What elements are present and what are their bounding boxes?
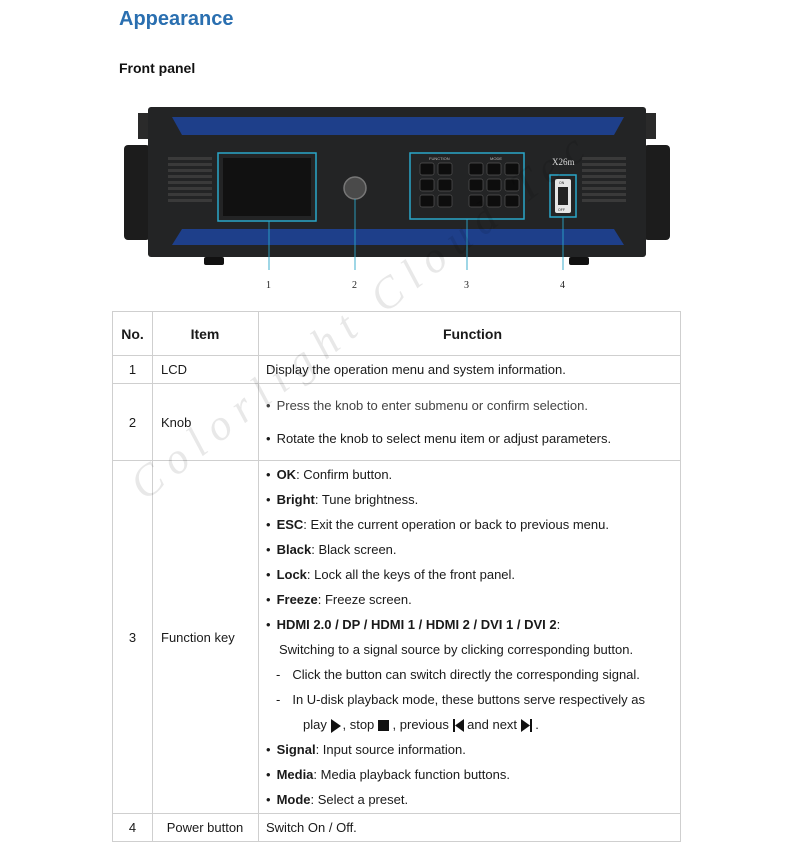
table-header-row: No. Item Function xyxy=(112,311,681,356)
header-function: Function xyxy=(258,311,681,356)
hdmi-detail: Switching to a signal source by clicking… xyxy=(279,642,634,657)
function-bullet: ESC: Exit the current operation or back … xyxy=(266,512,679,537)
function-bullet: Rotate the knob to select menu item or a… xyxy=(266,426,679,451)
function-bullet: Black: Black screen. xyxy=(266,537,679,562)
power-on-label: ON xyxy=(559,181,565,185)
header-no: No. xyxy=(112,311,153,356)
key-term: Black xyxy=(276,542,312,557)
header-item: Item xyxy=(152,311,259,356)
callout-1: 1 xyxy=(266,280,271,291)
row-item: Power button xyxy=(152,813,259,842)
table-row: 3 Function key OK: Confirm button. Brigh… xyxy=(112,460,681,814)
power-off-label: OFF xyxy=(558,208,565,212)
function-bullet: Press the knob to enter submenu or confi… xyxy=(266,393,679,418)
function-text: Switch On / Off. xyxy=(266,820,357,835)
function-bullet: HDMI 2.0 / DP / HDMI 1 / HDMI 2 / DVI 1 … xyxy=(266,612,679,637)
function-label: FUNCTION xyxy=(429,156,450,161)
table-row: 4 Power button Switch On / Off. xyxy=(112,813,681,842)
table-row: 2 Knob Press the knob to enter submenu o… xyxy=(112,383,681,461)
key-term: Bright xyxy=(276,492,315,507)
key-term: HDMI 2.0 / DP / HDMI 1 / HDMI 2 / DVI 1 … xyxy=(276,617,557,632)
previous-icon xyxy=(452,719,464,733)
key-term: Freeze xyxy=(276,592,318,607)
function-bullet: Mode: Select a preset. xyxy=(266,787,679,812)
play-icon xyxy=(331,718,342,733)
function-bullet: Bright: Tune brightness. xyxy=(266,487,679,512)
key-term: Signal xyxy=(276,742,316,757)
dash-item: In U-disk playback mode, these buttons s… xyxy=(266,687,679,712)
next-icon xyxy=(520,719,532,733)
key-term: Media xyxy=(276,767,314,782)
callout-4: 4 xyxy=(560,280,565,291)
function-table: No. Item Function 1 LCD Display the oper… xyxy=(112,311,681,842)
row-item: Function key xyxy=(152,460,259,814)
function-bullet: Freeze: Freeze screen. xyxy=(266,587,679,612)
brand-label: X26m xyxy=(552,157,575,167)
function-text: Display the operation menu and system in… xyxy=(266,362,566,377)
function-bullet: Media: Media playback function buttons. xyxy=(266,762,679,787)
mode-label: MODE xyxy=(490,156,502,161)
front-panel-image: FUNCTION MODE X26m ON OFF xyxy=(124,107,670,270)
function-bullet: Signal: Input source information. xyxy=(266,737,679,762)
row-no: 2 xyxy=(112,383,153,461)
stop-icon xyxy=(377,720,389,732)
key-term: Lock xyxy=(276,567,307,582)
function-bullet: Lock: Lock all the keys of the front pan… xyxy=(266,562,679,587)
key-term: Mode xyxy=(276,792,311,807)
dash-item: Click the button can switch directly the… xyxy=(266,662,679,687)
table-row: 1 LCD Display the operation menu and sys… xyxy=(112,355,681,384)
function-bullet: OK: Confirm button. xyxy=(266,462,679,487)
sub-heading: Front panel xyxy=(119,60,196,76)
section-heading: Appearance xyxy=(119,8,234,30)
key-term: ESC xyxy=(276,517,304,532)
callout-2: 2 xyxy=(352,280,357,291)
playback-line: play , stop , previous and next . xyxy=(303,717,539,733)
row-no: 1 xyxy=(112,355,153,384)
row-item: LCD xyxy=(152,355,259,384)
row-no: 3 xyxy=(112,460,153,814)
key-term: OK xyxy=(276,467,297,482)
row-no: 4 xyxy=(112,813,153,842)
callout-3: 3 xyxy=(464,280,469,291)
row-item: Knob xyxy=(152,383,259,461)
